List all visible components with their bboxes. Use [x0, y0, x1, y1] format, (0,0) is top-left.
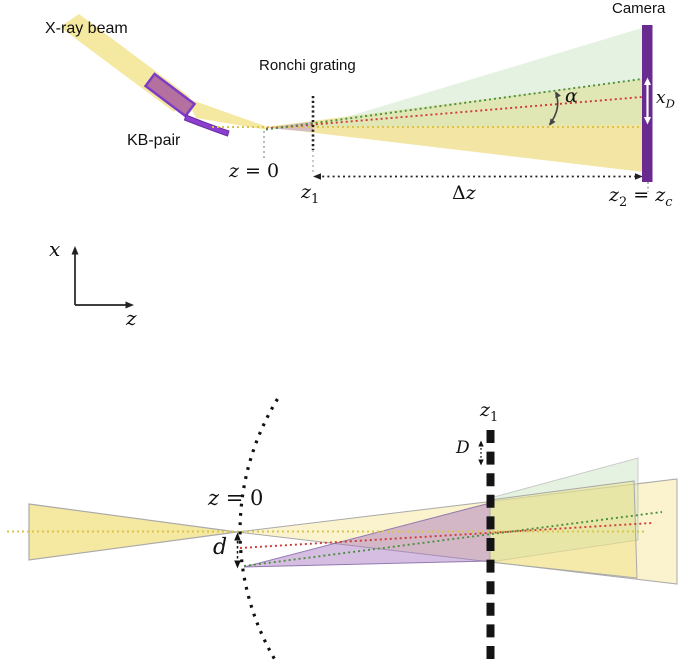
z-axis-label: z: [126, 306, 137, 330]
d-arrowhead-top: [234, 532, 241, 541]
z-equals-zero-label-bottom: z = 0: [208, 487, 263, 509]
z1-label-top: z1: [301, 181, 319, 206]
subscript-c: c: [665, 194, 673, 210]
wavefront-dotted-arc: [238, 398, 279, 664]
alpha-arc-arrowhead-bottom: [549, 118, 556, 126]
subscript-D: D: [665, 96, 675, 111]
subscript-2: 2: [619, 194, 628, 210]
x-symbol: x: [656, 88, 666, 108]
d-label: d: [213, 535, 228, 560]
delta-symbol: Δ: [452, 182, 466, 204]
delta-z-arrowhead-left: [313, 173, 321, 180]
z-axis-arrowhead: [125, 301, 134, 309]
red-ray-dotted-line-bottom: [239, 522, 653, 549]
equals-sign: =: [627, 184, 656, 206]
grating-period-label: D: [456, 438, 470, 458]
alpha-label: α: [565, 85, 578, 107]
z-symbol: z: [465, 182, 476, 204]
equals-zero-text: = 0: [219, 486, 264, 510]
z1-label-bottom: z1: [480, 399, 498, 424]
z2-equals-zc-label: z2 = zc: [609, 184, 672, 209]
subscript-1: 1: [311, 191, 320, 207]
xray-beam-label: X-ray beam: [45, 20, 128, 37]
z-equals-zero-label-top: z = 0: [229, 160, 280, 182]
x-d-label: xD: [656, 88, 675, 111]
green-ray-dotted-line-bottom: [243, 511, 663, 567]
kb-pair-label: KB-pair: [127, 132, 181, 149]
z-symbol: z: [480, 399, 491, 421]
grating-period-arrowhead-bottom: [478, 459, 484, 466]
z-symbol: z: [301, 181, 312, 203]
camera-label: Camera: [612, 0, 666, 17]
z-symbol: z: [655, 184, 666, 206]
green-ray-dotted-line: [265, 78, 643, 131]
d-arrowhead-bottom: [234, 560, 241, 569]
x-axis-label: x: [49, 237, 61, 261]
x-d-arrowhead-top: [644, 77, 651, 85]
ronchi-grating-label: Ronchi grating: [259, 57, 356, 74]
z-symbol: z: [229, 160, 240, 182]
z-symbol: z: [609, 184, 620, 206]
x-axis-arrowhead: [71, 246, 79, 255]
delta-z-arrowhead-right: [635, 173, 643, 180]
subscript-1: 1: [490, 409, 499, 425]
z-symbol: z: [208, 486, 220, 510]
xray-focused-beam: [186, 98, 265, 130]
kb-mirror-1: [143, 72, 197, 118]
x-d-arrowhead-bottom: [644, 117, 651, 125]
delta-z-label: Δz: [452, 182, 476, 204]
diffracted-beam-cone: [313, 28, 642, 127]
grating-period-arrowhead-top: [478, 440, 484, 447]
equals-zero-text: = 0: [239, 160, 280, 182]
alpha-arc-arrowhead-top: [555, 91, 561, 99]
kb-mirror-2: [183, 114, 230, 137]
